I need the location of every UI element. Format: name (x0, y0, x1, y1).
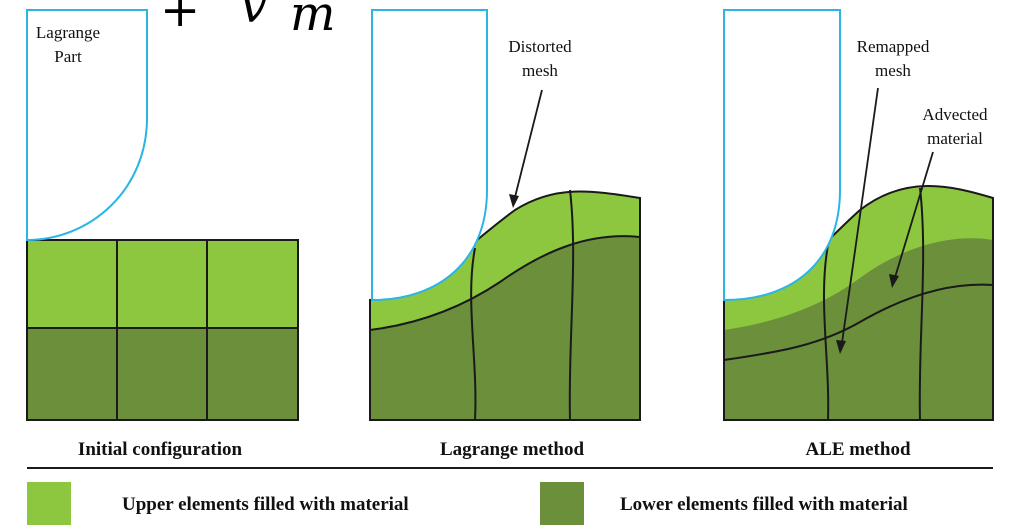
legend-swatch-lower (540, 482, 584, 525)
caption-initial: Initial configuration (78, 439, 243, 460)
header-formula: + v m (160, 0, 336, 42)
upper-region (724, 185, 993, 330)
lagrange-part-tool (371, 9, 488, 302)
formula-var: v (240, 0, 267, 34)
legend-label-upper: Upper elements filled with material (122, 494, 409, 515)
arrowhead (509, 194, 519, 208)
formula-plus: + (160, 0, 200, 38)
annotation-lagrange: Lagrange (36, 23, 100, 42)
panel-ale: Remapped mesh Advected material ALE meth… (723, 9, 994, 460)
upper-region (27, 240, 298, 328)
annotation-mesh: mesh (522, 61, 558, 80)
legend: Upper elements filled with material Lowe… (27, 482, 908, 525)
arrowhead (836, 340, 846, 354)
caption-lagrange: Lagrange method (440, 439, 585, 460)
annotation-part: Part (54, 47, 82, 66)
panel-initial: Lagrange Part Initial configuration (26, 9, 299, 460)
annotation-distorted: Distorted (508, 37, 572, 56)
legend-swatch-upper (27, 482, 71, 525)
formula-sub: m (290, 0, 336, 42)
caption-ale: ALE method (805, 439, 910, 460)
annotation-material: material (927, 129, 983, 148)
annotation-remapped: Remapped (857, 37, 930, 56)
annotation-advected: Advected (922, 105, 988, 124)
legend-label-lower: Lower elements filled with material (620, 494, 908, 515)
lagrange-part-tool (26, 9, 148, 242)
arrowhead (889, 274, 899, 288)
annotation-arrow-advected (892, 151, 934, 285)
lagrange-part-tool (723, 9, 841, 302)
lower-region (27, 328, 298, 420)
mesh-grid (26, 239, 299, 421)
annotation-mesh: mesh (875, 61, 911, 80)
panel-lagrange: Distorted mesh Lagrange method (369, 9, 641, 460)
annotation-arrow (512, 89, 543, 206)
annotation-arrow-remapped (840, 87, 879, 351)
